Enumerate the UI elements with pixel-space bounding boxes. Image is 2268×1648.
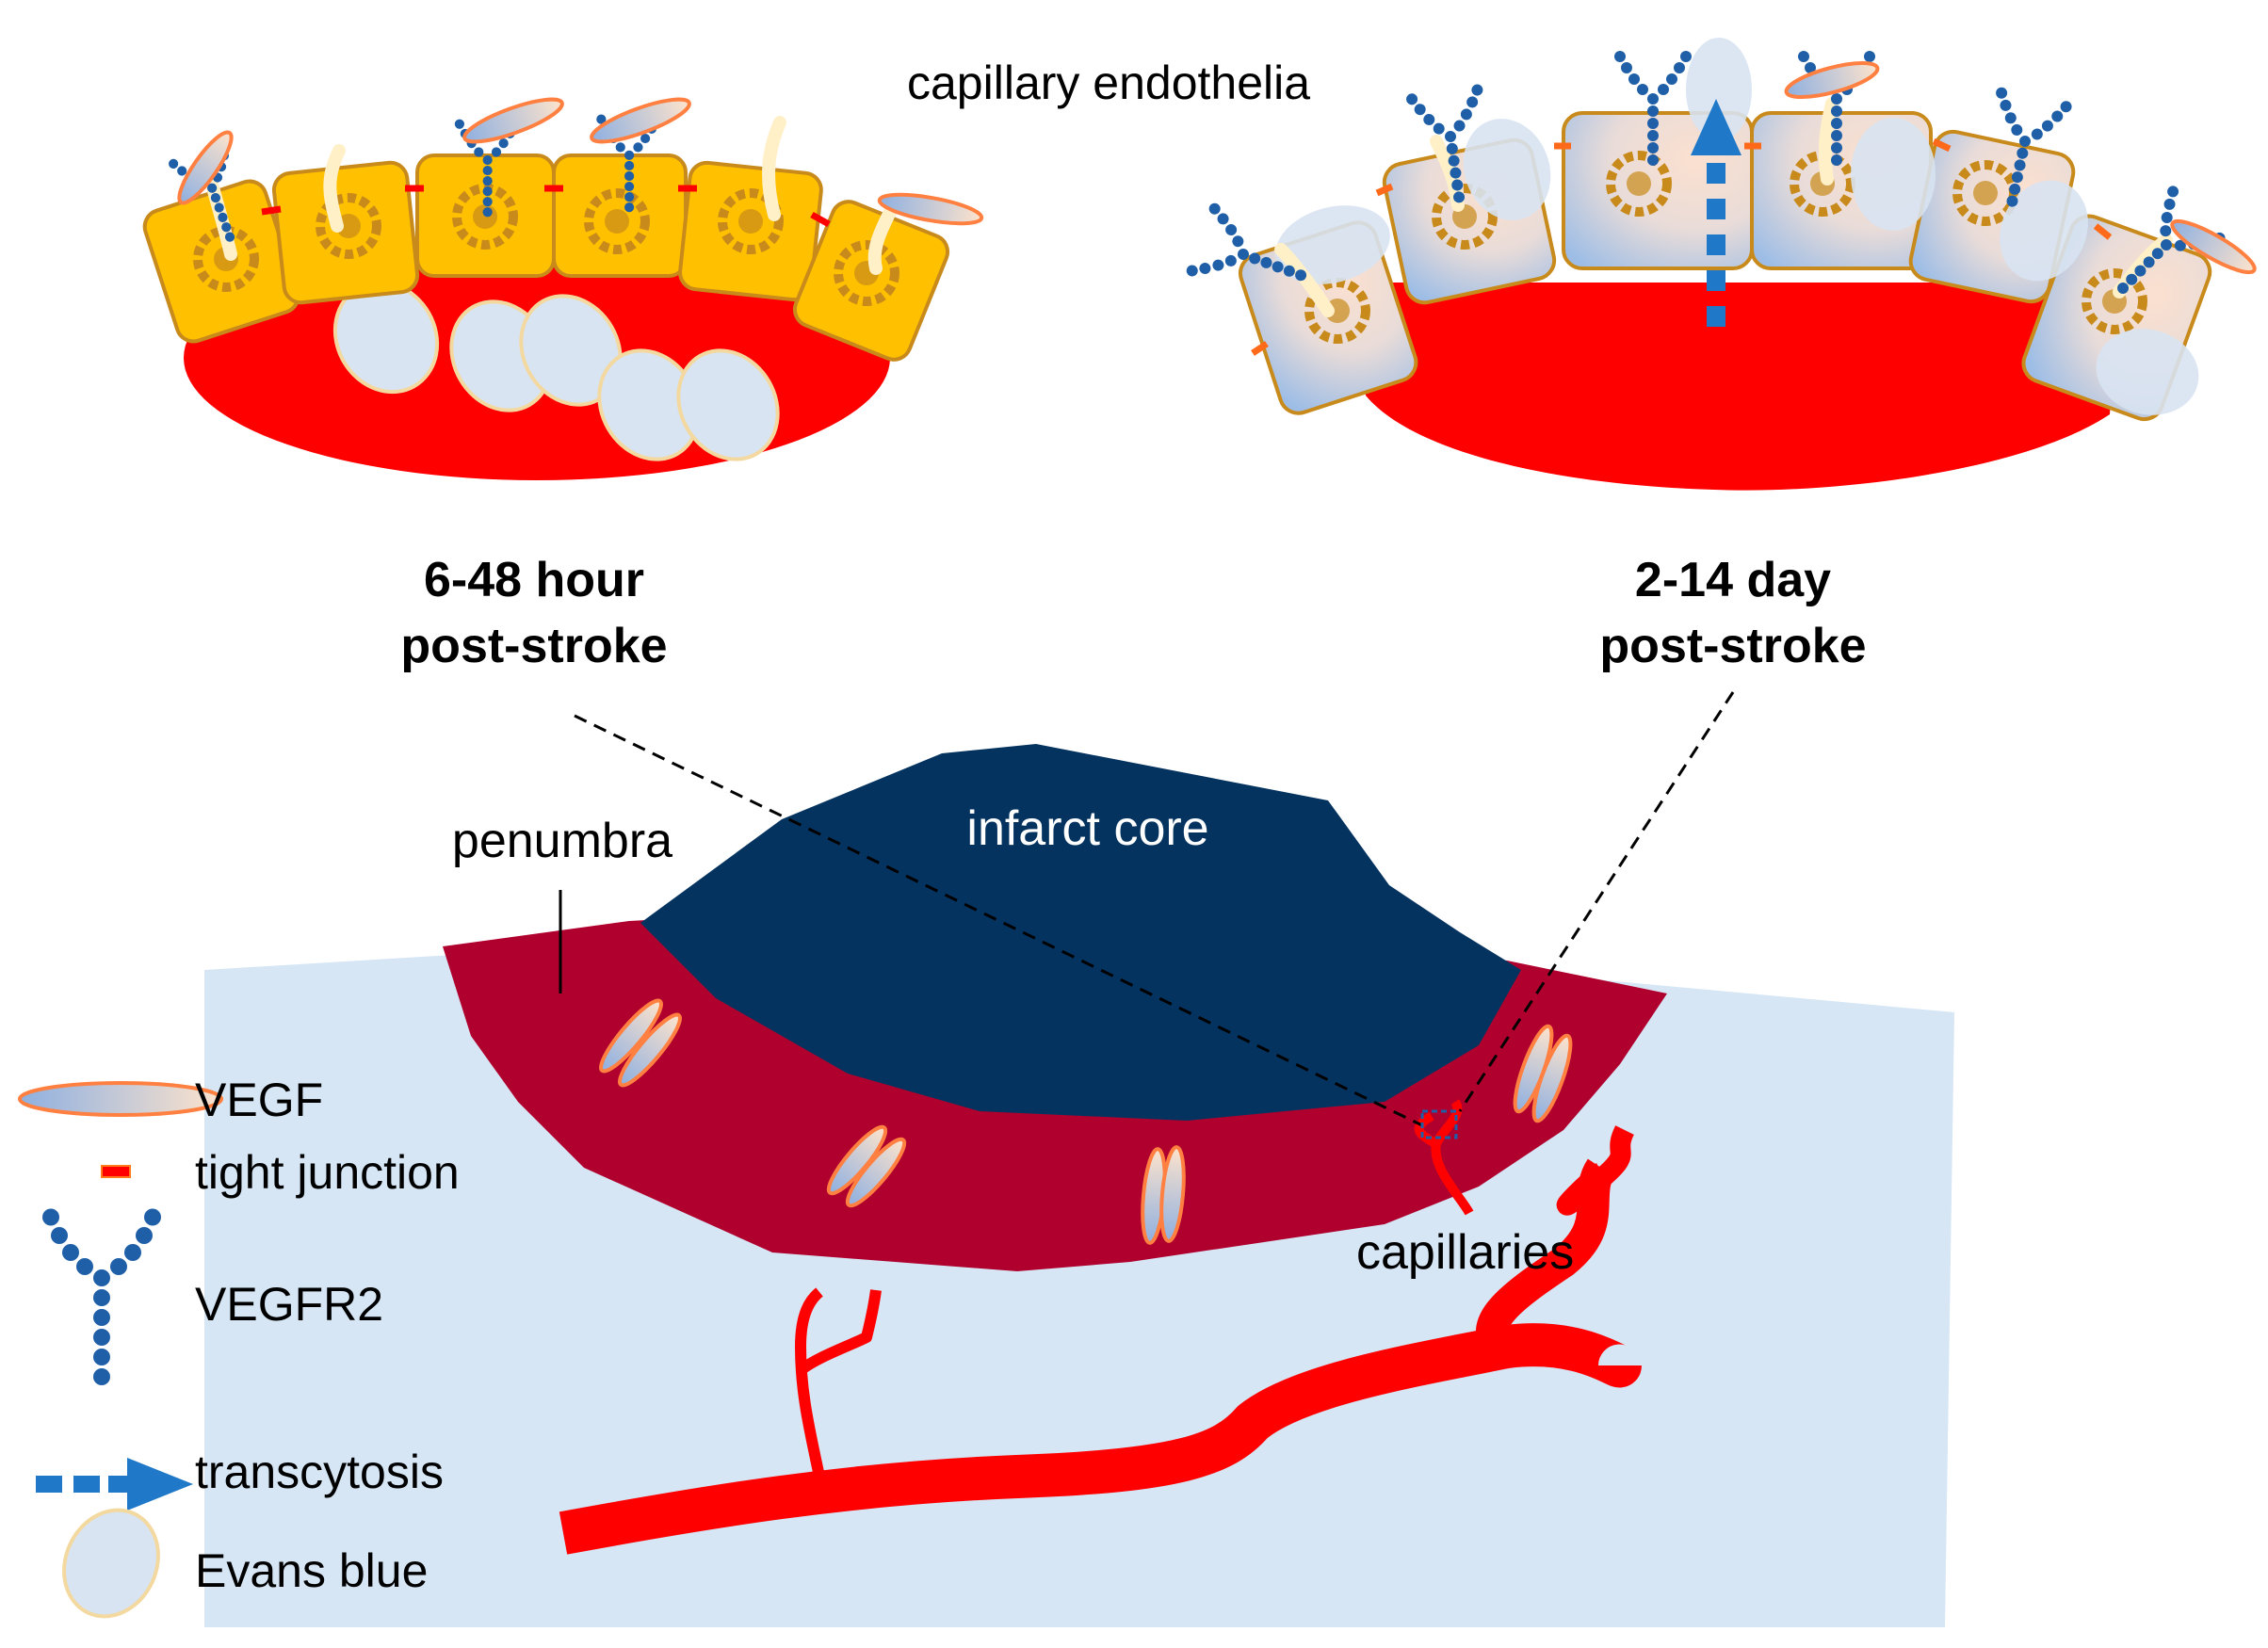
- transcytosis-arrow-icon: [36, 1458, 193, 1511]
- vegf-molecule: [1159, 1145, 1186, 1243]
- evans-blue-particle: [1275, 205, 1390, 284]
- legend-label: VEGF: [195, 1074, 323, 1126]
- capillaries-label: capillaries: [1356, 1225, 1574, 1280]
- legend-label: transcytosis: [195, 1446, 444, 1498]
- late-tight-junctions: [1251, 137, 2113, 356]
- infarct-core-label: infarct core: [966, 801, 1208, 856]
- brain-tissue-panel: penumbra infarct core capillaries: [204, 691, 1954, 1627]
- evans-blue-particle: [2096, 329, 2199, 415]
- late-timepoint-label: 2-14 day: [1635, 553, 1831, 607]
- capillary-loop: [795, 1287, 825, 1478]
- vegf-molecule: [590, 97, 691, 144]
- late-vegf-molecules: [1784, 60, 2257, 275]
- penumbra-label: penumbra: [452, 814, 672, 868]
- penumbra-capillary: [1414, 1111, 1439, 1149]
- tight-junction-icon: [101, 1165, 131, 1178]
- early-post-stroke-label: post-stroke: [400, 619, 667, 673]
- branch-vessel: [1556, 1125, 1635, 1216]
- late-callout-line: [1458, 691, 1735, 1112]
- tight-junction: [1932, 137, 1952, 153]
- vegf-molecule: [845, 1137, 907, 1208]
- legend-label: Evans blue: [195, 1544, 428, 1597]
- tight-junction: [261, 205, 282, 216]
- tight-junction: [2093, 223, 2113, 240]
- evans-blue-particle: [1686, 38, 1752, 141]
- late-post-stroke-label: post-stroke: [1599, 619, 1866, 673]
- legend-label: tight junction: [195, 1146, 460, 1199]
- callout-focus-box: [1420, 1109, 1458, 1139]
- tight-junction: [1251, 341, 1269, 356]
- vegf-molecule: [618, 1012, 682, 1088]
- vegf-molecule: [1531, 1033, 1573, 1123]
- tight-junction: [810, 211, 831, 228]
- capillary-loop: [797, 1289, 882, 1375]
- vegfr2-icon: [42, 1208, 161, 1385]
- evans-blue-particle: [676, 348, 780, 461]
- tight-junction: [1375, 183, 1394, 197]
- early-callout-line: [574, 714, 1423, 1127]
- early-vegf-molecules: [177, 97, 984, 226]
- vegf-icon: [18, 1081, 223, 1117]
- evans-blue-icon: [62, 1508, 160, 1619]
- vegf-molecule: [877, 192, 984, 226]
- late-capillary-panel: [1185, 38, 2257, 491]
- vegf-molecule: [177, 130, 234, 205]
- early-timepoint-label: 6-48 hour: [424, 553, 644, 607]
- early-evans-blue-group: [332, 280, 780, 461]
- infarct-core-region: [640, 744, 1521, 1121]
- capillary-endothelia-label: capillary endothelia: [907, 57, 1310, 109]
- vegf-molecule: [599, 998, 663, 1074]
- penumbra-vegf-molecules: [599, 998, 1573, 1245]
- vegf-molecule: [462, 97, 564, 144]
- late-vessel-lumen: [1366, 283, 2119, 491]
- callout-lines: [574, 691, 1735, 1127]
- vegf-molecule: [2170, 218, 2257, 275]
- early-capillary-panel: [142, 97, 984, 480]
- legend: VEGF tight junction VEGFR2 transcy: [18, 1074, 460, 1619]
- legend-label: VEGFR2: [195, 1278, 383, 1331]
- evans-blue-particle: [1851, 118, 1936, 231]
- early-tight-junctions: [261, 185, 831, 228]
- evans-blue-particle: [1463, 119, 1551, 220]
- evans-blue-particle: [2000, 180, 2088, 282]
- transcytosis-arrow: [1691, 99, 1742, 327]
- vegf-molecule: [1784, 60, 1880, 100]
- late-evans-blue-group: [1275, 38, 2199, 415]
